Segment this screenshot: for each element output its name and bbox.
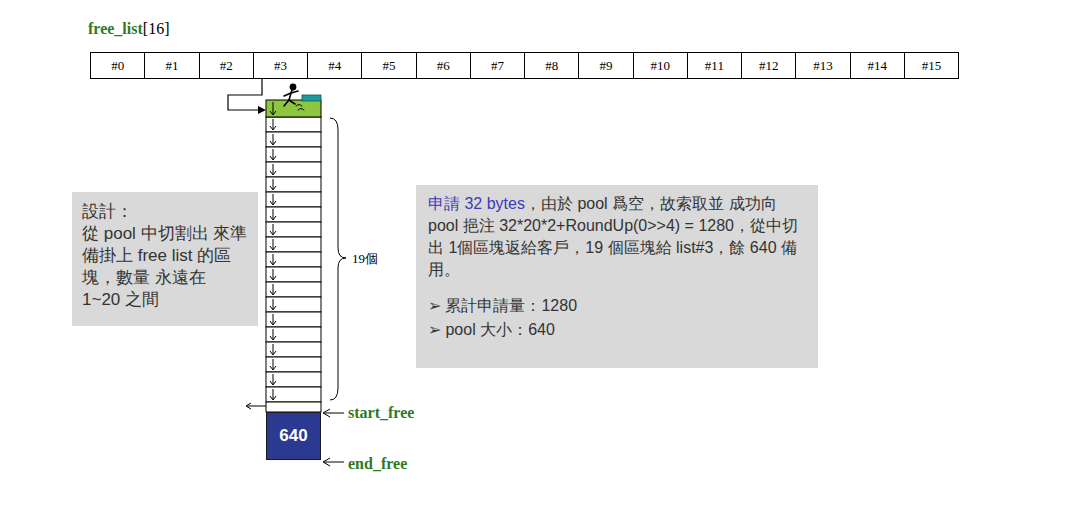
slot-label: #10: [650, 58, 670, 74]
null-arrow: [246, 403, 266, 409]
slot-label: #6: [437, 58, 450, 74]
slot-label: #2: [220, 58, 233, 74]
step-note: 申請 32 bytes，由於 pool 爲空，故索取並 成功向 pool 挹注 …: [416, 185, 818, 368]
list-slot: #6: [416, 52, 471, 79]
slot-label: #5: [382, 58, 395, 74]
slot-label: #8: [545, 58, 558, 74]
note-text: 申請 32 bytes: [428, 195, 525, 212]
slot-label: #13: [813, 58, 833, 74]
person-icon: [284, 84, 304, 110]
teal-tab: [302, 95, 321, 101]
list-slot: #3: [253, 52, 308, 79]
list-slot: #10: [633, 52, 688, 79]
list-slot: #14: [850, 52, 905, 79]
brace: [330, 118, 346, 400]
list-slot: #15: [904, 52, 959, 79]
pointer-name: start_free: [348, 404, 414, 422]
slot-label: #12: [759, 58, 779, 74]
list-slot: #9: [578, 52, 633, 79]
slot-label: #11: [705, 58, 724, 74]
list-slot: #1: [144, 52, 199, 79]
list-slot: #5: [361, 52, 416, 79]
slot-label: #3: [274, 58, 287, 74]
last-block: [266, 402, 321, 412]
list-slot: #11: [687, 52, 742, 79]
list-slot: #7: [470, 52, 525, 79]
pointer-name: end_free: [348, 455, 407, 473]
client-arrow: [270, 102, 276, 115]
slot-label: #7: [491, 58, 504, 74]
design-note: 設計：從 pool 中切割出 來準備掛上 free list 的區塊，數量 永遠…: [72, 192, 258, 326]
pool-size: 640: [279, 426, 307, 446]
list-slot: #4: [307, 52, 362, 79]
slot-label: #4: [328, 58, 341, 74]
list-slot: #12: [741, 52, 796, 79]
list-slot: #13: [795, 52, 850, 79]
pool-block: 640: [266, 412, 321, 460]
list-slot: #0: [90, 52, 145, 79]
slot-label: #0: [111, 58, 124, 74]
array-size: [16]: [143, 20, 170, 38]
slot-label: #15: [922, 58, 942, 74]
start-free-arrow: [323, 409, 344, 417]
note-text: ➢ pool 大小：640: [428, 319, 806, 341]
list-slot: #2: [199, 52, 254, 79]
note-text: ➢ 累計申請量：1280: [428, 295, 806, 317]
array-name: free_list: [88, 20, 143, 38]
slot-label: #14: [867, 58, 887, 74]
slot-label: #1: [165, 58, 178, 74]
note-text: 從 pool 中切割出 來準備掛上 free list 的區塊，數量 永遠在 1…: [82, 223, 248, 311]
block-count: 19個: [352, 250, 378, 268]
client-block: [266, 100, 321, 117]
free-block-chain: [266, 117, 321, 402]
slot-label: #9: [599, 58, 612, 74]
list-slot: #8: [524, 52, 579, 79]
note-text: 設計：: [82, 201, 248, 223]
end-free-arrow: [323, 458, 344, 466]
